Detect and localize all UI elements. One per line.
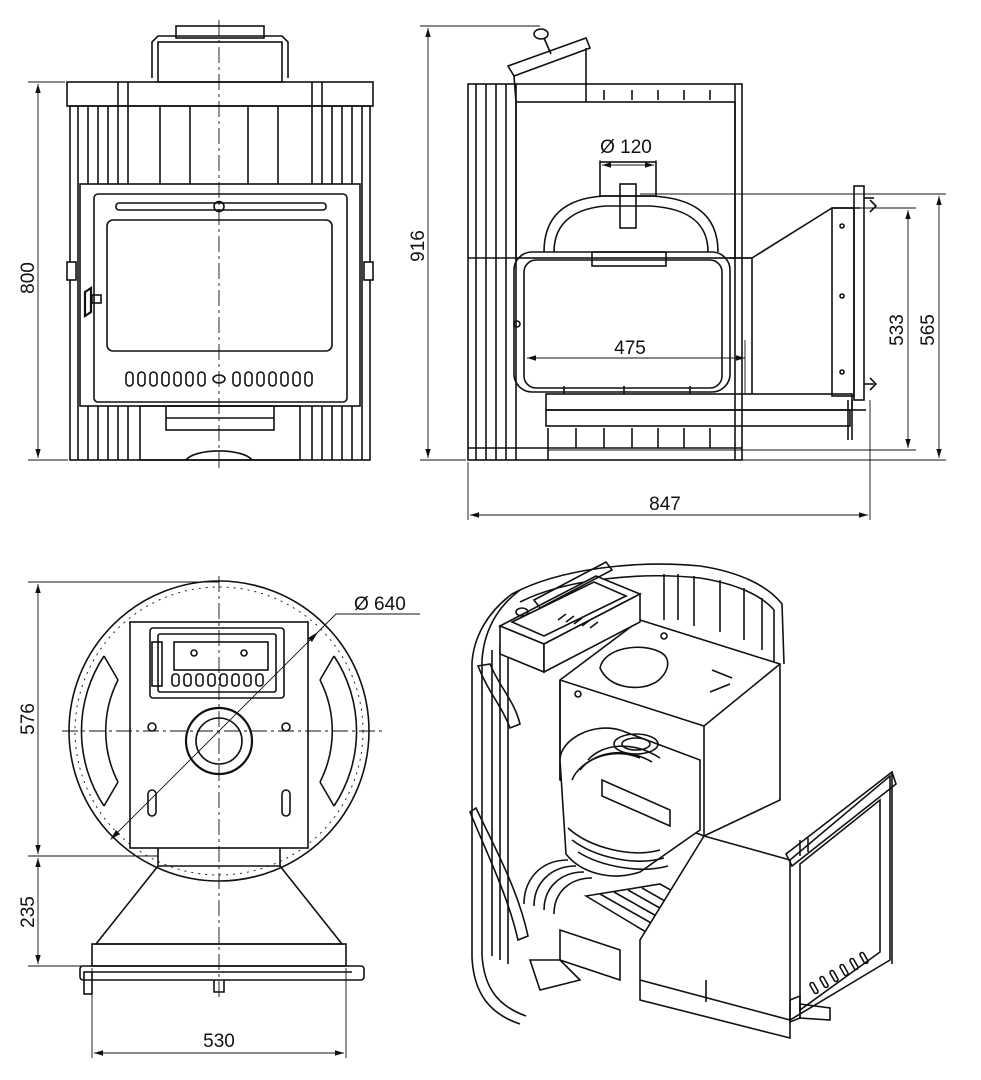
dim-tunnel-length: 235 [18, 896, 39, 928]
side-view: 916 Ø 120 475 533 565 847 [408, 25, 946, 520]
dim-firebox-depth: 475 [614, 338, 646, 359]
dim-flue-diameter: Ø 120 [600, 137, 652, 158]
grille-bars-top [159, 106, 279, 185]
dim-door-565: 565 [918, 314, 939, 346]
top-vents [171, 673, 264, 687]
dim-outer-diameter: Ø 640 [354, 594, 406, 615]
side-top-ticks [603, 90, 711, 100]
dim-side-total-height: 916 [408, 230, 429, 262]
front-view: 800 [18, 20, 374, 468]
air-vents-front [125, 371, 313, 387]
iso-tunnel-vents [809, 951, 869, 995]
dim-door-533: 533 [887, 314, 908, 346]
dim-tunnel-width: 530 [203, 1031, 235, 1052]
dim-top-depth: 576 [18, 703, 39, 735]
dim-total-depth: 847 [649, 494, 681, 515]
top-view: Ø 640 576 235 530 [18, 576, 420, 1058]
side-bottom-ticks [547, 428, 711, 460]
isometric-cutaway-view [469, 560, 897, 1040]
dim-front-height: 800 [18, 262, 39, 294]
iso-tank-vents [557, 613, 599, 629]
